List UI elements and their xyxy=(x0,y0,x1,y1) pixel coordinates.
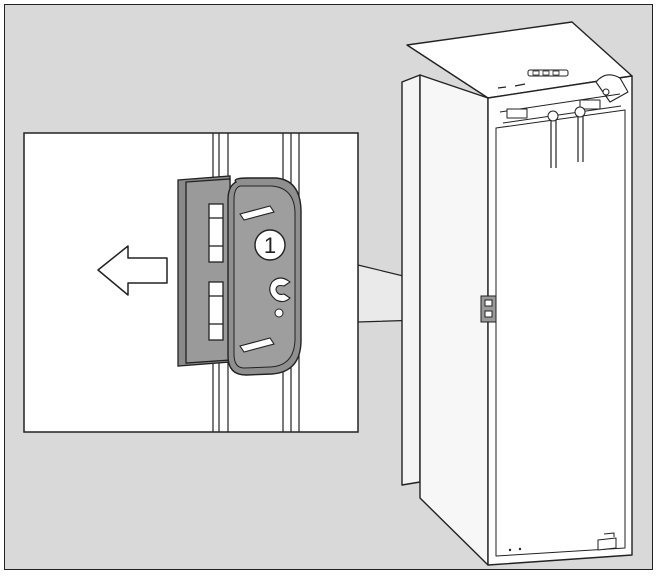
rear-bracket xyxy=(177,175,231,367)
fridge-side xyxy=(419,74,489,566)
detail-contents: 1 xyxy=(97,133,302,432)
arrow-left-icon xyxy=(97,245,168,296)
fridge-left-side xyxy=(401,74,421,486)
callout-marker: 1 xyxy=(254,229,286,261)
refrigerator xyxy=(401,21,633,566)
fridge-door-bracket xyxy=(480,295,497,323)
callout-number: 1 xyxy=(264,233,276,258)
front-bracket xyxy=(227,177,302,376)
fridge-front xyxy=(487,75,633,566)
